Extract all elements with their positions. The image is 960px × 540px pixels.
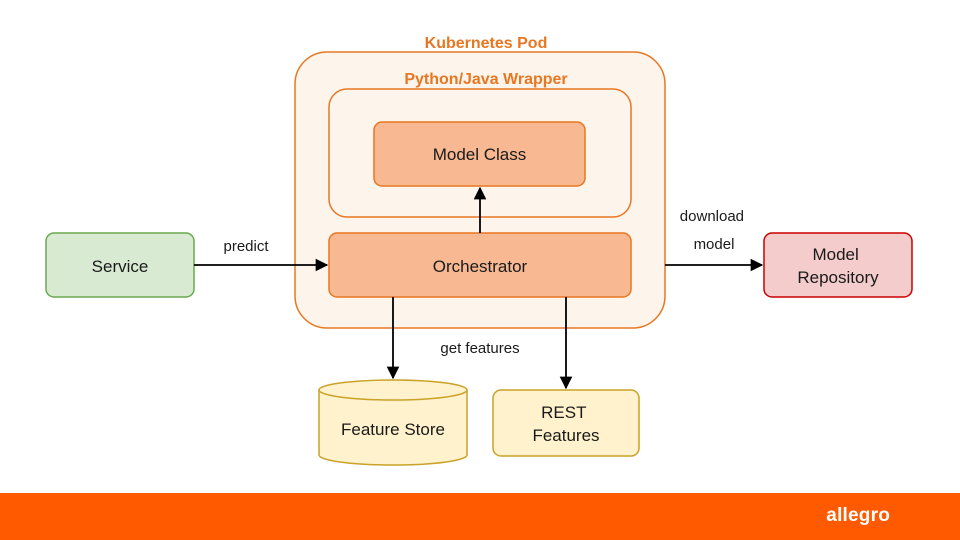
model-repository-label: Model Repository — [797, 245, 879, 287]
orchestrator-label: Orchestrator — [433, 257, 528, 276]
rest-features-label-line1: REST — [541, 403, 586, 422]
edge-label-get-features: get features — [440, 340, 519, 357]
model-class-label: Model Class — [433, 145, 527, 164]
rest-features-label: REST Features — [532, 403, 599, 445]
feature-store-body — [318, 390, 468, 466]
rest-features-label-line2: Features — [532, 426, 599, 445]
model-repository-node — [763, 232, 913, 298]
model-class-node — [373, 121, 586, 187]
edge-label-download-model: download model — [680, 208, 748, 253]
edge-label-model: model — [694, 236, 735, 253]
feature-store-node — [318, 379, 468, 466]
wrapper-title: Python/Java Wrapper — [404, 71, 567, 88]
allegro-logo: allegro — [826, 505, 890, 526]
kubernetes-pod-title: Kubernetes Pod — [425, 35, 548, 52]
feature-store-label: Feature Store — [341, 420, 445, 439]
edge-label-predict: predict — [223, 238, 269, 255]
edge-label-download: download — [680, 208, 744, 225]
footer-bar: allegro — [0, 493, 960, 540]
service-label: Service — [92, 257, 149, 276]
feature-store-top — [318, 379, 468, 401]
architecture-diagram: Kubernetes Pod Python/Java Wrapper Model… — [45, 35, 913, 466]
model-repository-label-line1: Model — [812, 245, 858, 264]
model-repository-label-line2: Repository — [797, 268, 879, 287]
rest-features-node — [492, 389, 640, 457]
